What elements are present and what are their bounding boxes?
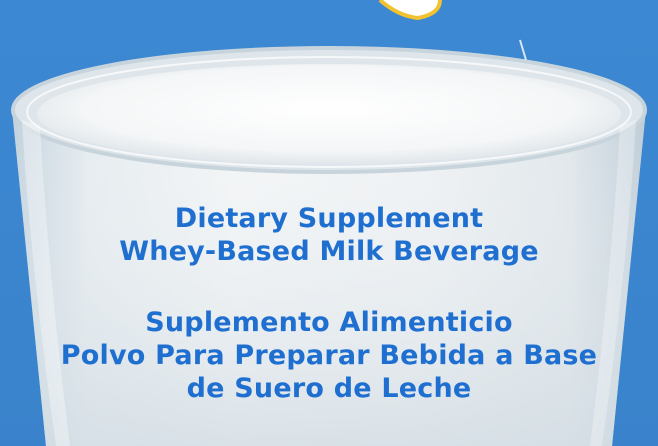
english-line-1: Dietary Supplement [174,203,484,234]
spanish-line-3: de Suero de Leche [186,373,472,404]
spanish-line-1: Suplemento Alimenticio [145,307,513,338]
spanish-line-2: Polvo Para Preparar Bebida a Base [60,340,598,371]
spanish-description: Suplemento Alimenticio Polvo Para Prepar… [0,306,658,405]
english-line-2: Whey-Based Milk Beverage [119,236,539,267]
english-description: Dietary Supplement Whey-Based Milk Bever… [0,202,658,268]
brand-logo-fragment [378,0,442,21]
